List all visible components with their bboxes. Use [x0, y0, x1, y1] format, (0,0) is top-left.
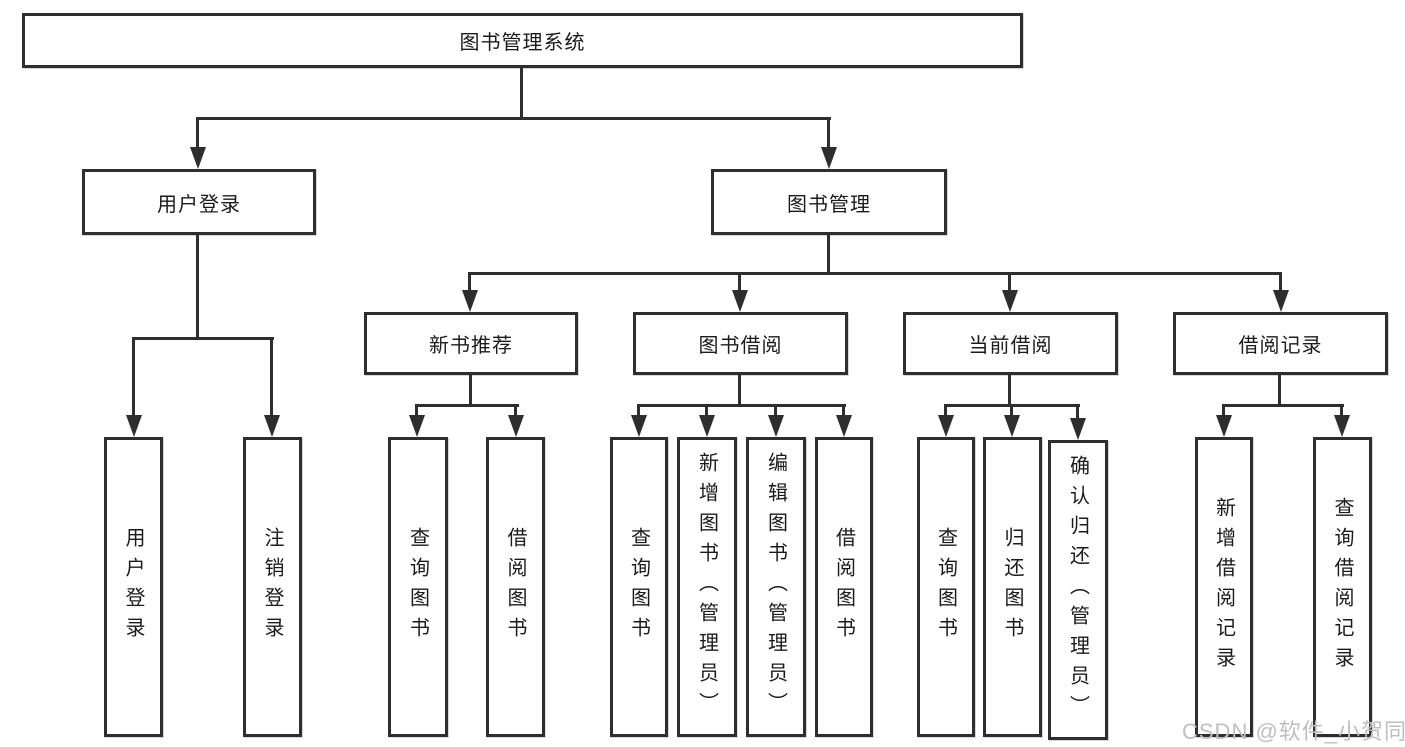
connector-book-mgmt-stem	[827, 235, 830, 275]
arrow-down-icon	[462, 290, 478, 312]
connector-to-current-borrow	[1008, 272, 1011, 296]
arrow-down-icon	[409, 415, 425, 437]
leaf-current-return-books: 归还图书	[983, 437, 1042, 737]
connector-to-leaf	[415, 404, 418, 418]
leaf-borrowing-edit-books-admin: 编辑图书（管理员）	[746, 437, 806, 737]
arrow-down-icon	[1002, 290, 1018, 312]
leaf-label: 编辑图书（管理员）	[764, 452, 787, 722]
leaf-label: 确认归还（管理员）	[1066, 455, 1089, 725]
connector-newrec-hbar	[415, 404, 519, 407]
node-label: 图书管理系统	[459, 32, 586, 54]
connector-to-user-login	[196, 117, 199, 152]
node-book-management: 图书管理	[711, 169, 947, 235]
arrow-down-icon	[508, 415, 524, 437]
arrow-down-icon	[836, 415, 852, 437]
connector-to-leaf	[1340, 404, 1343, 418]
connector-to-leaf	[1010, 404, 1013, 418]
connector-to-book-management	[827, 117, 830, 152]
connector-to-leaf	[637, 404, 640, 418]
node-label: 借阅记录	[1238, 335, 1323, 357]
leaf-records-query-record: 查询借阅记录	[1313, 437, 1372, 737]
connector-to-leaf	[1222, 404, 1225, 418]
node-label: 图书借阅	[698, 335, 783, 357]
arrow-down-icon	[938, 415, 954, 437]
node-user-login: 用户登录	[82, 169, 316, 235]
node-label: 用户登录	[157, 193, 241, 216]
node-label: 新书推荐	[429, 335, 513, 357]
node-label: 图书管理	[787, 193, 871, 216]
connector-to-leaf	[514, 404, 517, 418]
leaf-label: 归还图书	[1001, 527, 1023, 647]
leaf-borrowing-add-books-admin: 新增图书（管理员）	[677, 437, 737, 737]
connector-to-leaf	[842, 404, 845, 418]
leaf-label: 用户登录	[122, 527, 144, 647]
connector-borrowing-hbar	[637, 404, 846, 407]
leaf-label: 借阅图书	[504, 527, 526, 647]
leaf-label: 借阅图书	[832, 527, 855, 647]
node-book-borrowing: 图书借阅	[633, 312, 848, 375]
leaf-borrowing-query-books: 查询图书	[610, 437, 668, 737]
arrow-down-icon	[699, 415, 715, 437]
connector-current-stem	[1008, 375, 1011, 407]
connector-root-stem	[520, 68, 523, 117]
connector-to-leaf	[1076, 404, 1079, 418]
leaf-label: 查询图书	[934, 527, 957, 647]
connector-user-login-hbar	[132, 337, 274, 340]
connector-records-stem	[1278, 375, 1281, 407]
arrow-down-icon	[126, 415, 142, 437]
leaf-logout-login: 注销登录	[243, 437, 302, 737]
connector-to-leaf	[774, 404, 777, 418]
leaf-current-query-books: 查询图书	[917, 437, 975, 737]
leaf-label: 查询借阅记录	[1331, 497, 1353, 677]
node-current-borrowing: 当前借阅	[903, 312, 1118, 375]
arrow-down-icon	[264, 415, 280, 437]
node-label: 当前借阅	[968, 335, 1053, 357]
connector-user-login-stem	[196, 235, 199, 337]
connector-to-leaf	[132, 337, 135, 419]
connector-to-leaf	[270, 337, 273, 419]
arrow-down-icon	[631, 415, 647, 437]
node-new-book-recommendation: 新书推荐	[364, 312, 578, 375]
leaf-label: 新增借阅记录	[1212, 497, 1235, 677]
arrow-down-icon	[1334, 415, 1350, 437]
arrow-down-icon	[1216, 415, 1232, 437]
csdn-watermark: CSDN @软件_小贺同学	[1182, 719, 1405, 744]
node-borrowing-records: 借阅记录	[1173, 312, 1388, 375]
arrow-down-icon	[768, 415, 784, 437]
arrow-down-icon	[821, 147, 837, 169]
connector-book-mgmt-hbar	[468, 272, 1282, 275]
connector-to-leaf	[944, 404, 947, 418]
connector-to-book-borrow	[738, 272, 741, 296]
leaf-current-confirm-return-admin: 确认归还（管理员）	[1048, 440, 1108, 740]
leaf-label: 新增图书（管理员）	[695, 452, 718, 722]
arrow-down-icon	[1070, 418, 1086, 440]
arrow-down-icon	[190, 147, 206, 169]
leaf-recommend-query-books: 查询图书	[388, 437, 448, 737]
arrow-down-icon	[1273, 290, 1289, 312]
leaf-label: 注销登录	[261, 527, 283, 647]
connector-borrowing-stem	[738, 375, 741, 407]
arrow-down-icon	[1004, 415, 1020, 437]
leaf-recommend-borrow-books: 借阅图书	[486, 437, 545, 737]
connector-root-hbar	[196, 117, 831, 120]
leaf-borrowing-borrow-books: 借阅图书	[815, 437, 873, 737]
connector-newrec-stem	[469, 375, 472, 407]
leaf-label: 查询图书	[406, 527, 429, 647]
leaf-label: 查询图书	[627, 527, 650, 647]
connector-to-borrow-records	[1279, 272, 1282, 296]
leaf-records-add-record: 新增借阅记录	[1195, 437, 1253, 737]
connector-to-new-book	[468, 272, 471, 296]
leaf-user-login: 用户登录	[104, 437, 163, 737]
node-library-management-system: 图书管理系统	[22, 13, 1023, 68]
arrow-down-icon	[732, 290, 748, 312]
connector-to-leaf	[705, 404, 708, 418]
connector-records-hbar	[1222, 404, 1344, 407]
